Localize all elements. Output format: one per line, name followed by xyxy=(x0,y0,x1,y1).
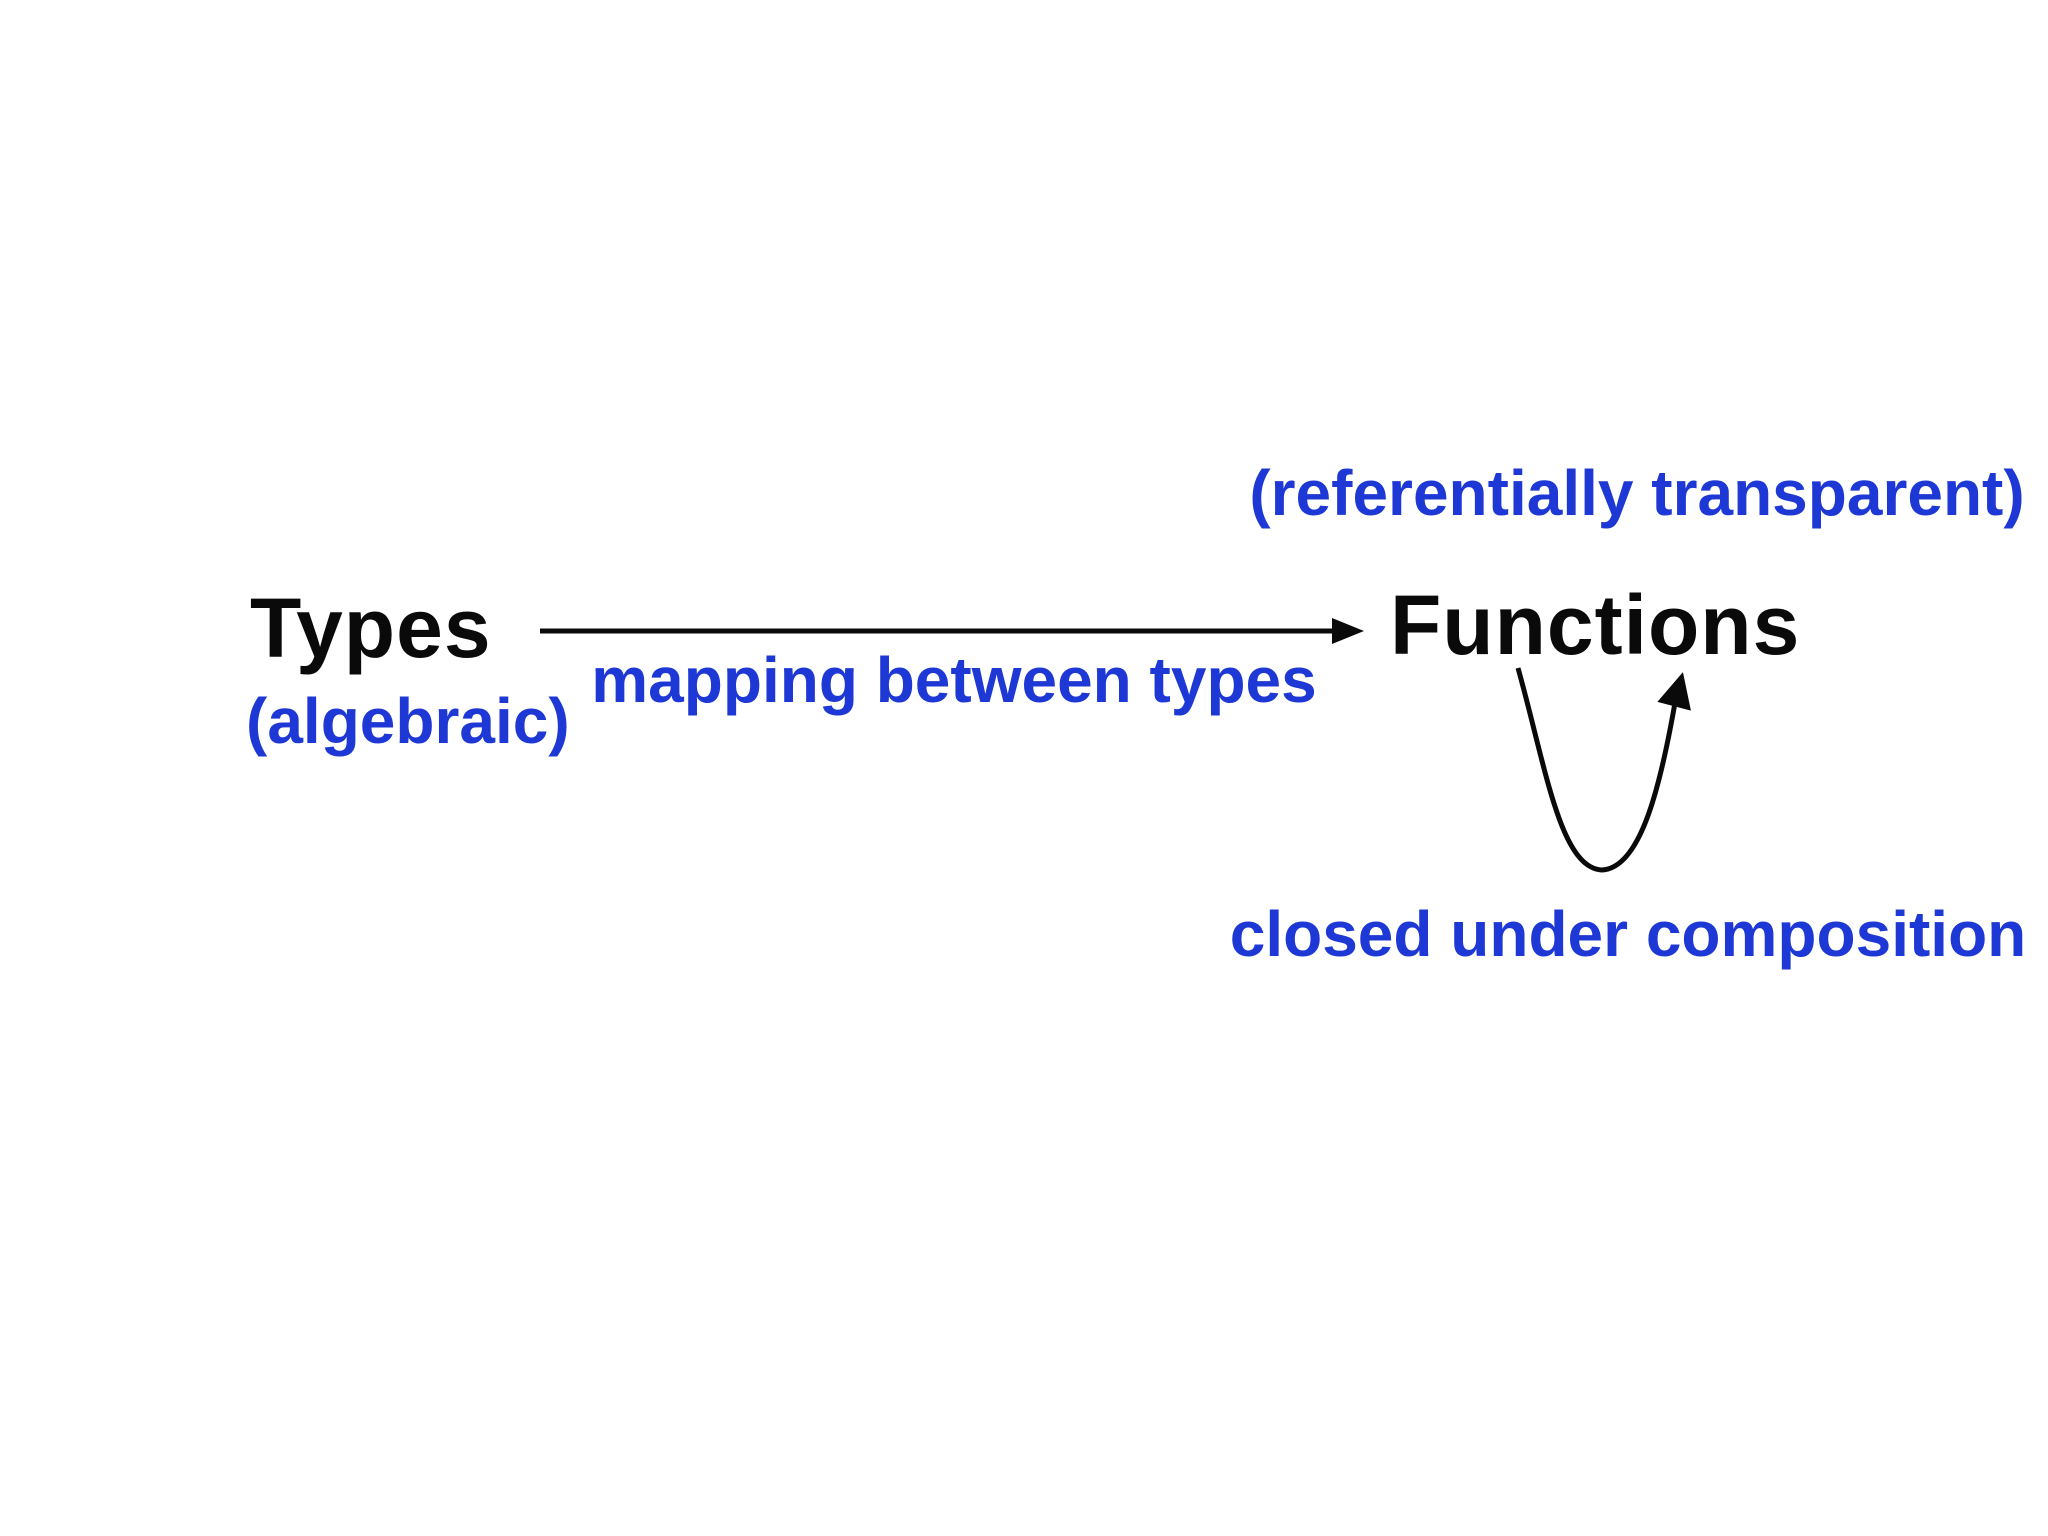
functions-node-title: Functions xyxy=(1390,578,1801,672)
functions-annotation-below: closed under composition xyxy=(1229,898,2027,970)
types-node-title: Types xyxy=(250,581,492,675)
types-annotation: (algebraic) xyxy=(246,685,570,757)
composition-loop-arrow xyxy=(1515,667,1691,873)
mapping-arrow xyxy=(540,618,1364,644)
mapping-edge-label: mapping between types xyxy=(591,644,1317,716)
functions-annotation-above: (referentially transparent) xyxy=(1249,457,2025,529)
